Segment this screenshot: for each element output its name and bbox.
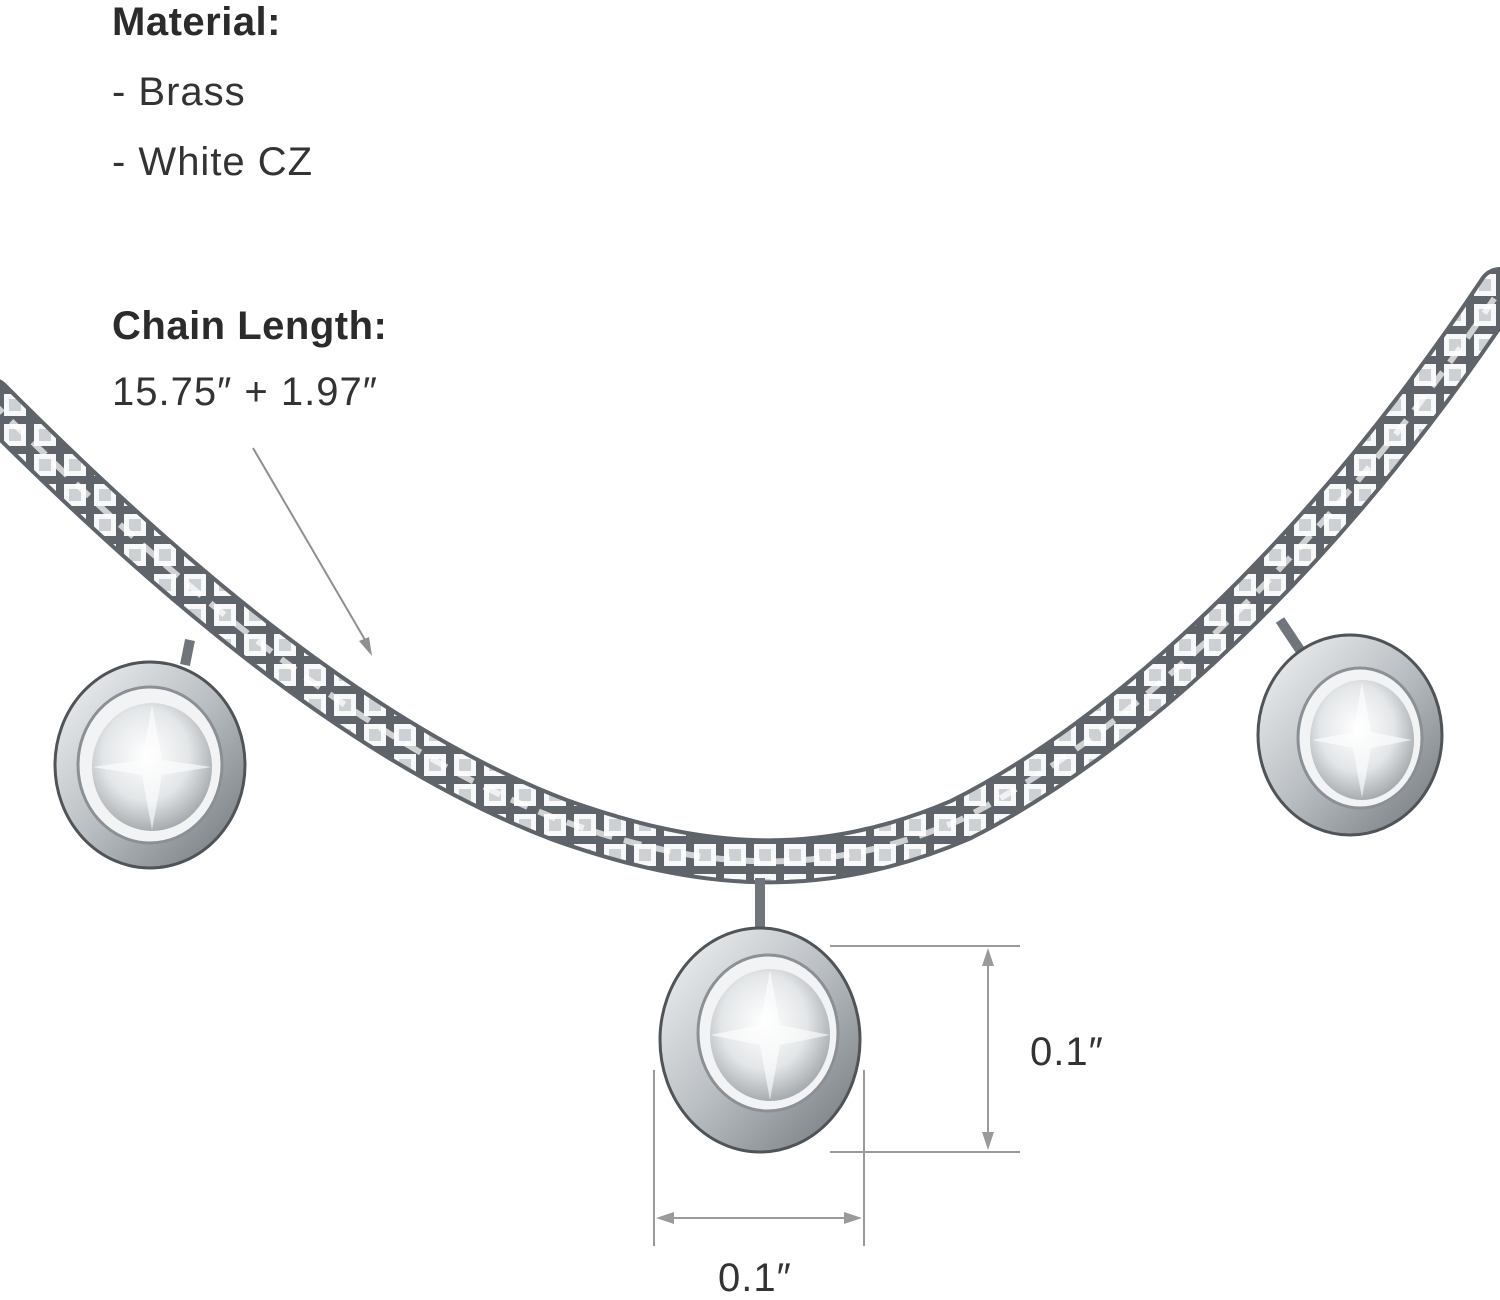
pendant-right [1256, 617, 1444, 837]
chain-length-pointer [252, 447, 372, 656]
material-heading: Material: [112, 0, 281, 44]
chain-length-value: 15.75″ + 1.97″ [112, 370, 378, 414]
material-item-white-cz: - White CZ [112, 140, 314, 184]
width-dimension-guides [653, 1070, 865, 1246]
pendant-height-label: 0.1″ [1030, 1030, 1104, 1074]
chain-length-heading: Chain Length: [112, 304, 388, 348]
height-dimension-guides [830, 945, 1020, 1153]
pendant-width-label: 0.1″ [718, 1256, 792, 1300]
pendant-center [658, 878, 862, 1154]
pendant-left [53, 639, 247, 870]
material-item-brass: - Brass [112, 70, 246, 114]
